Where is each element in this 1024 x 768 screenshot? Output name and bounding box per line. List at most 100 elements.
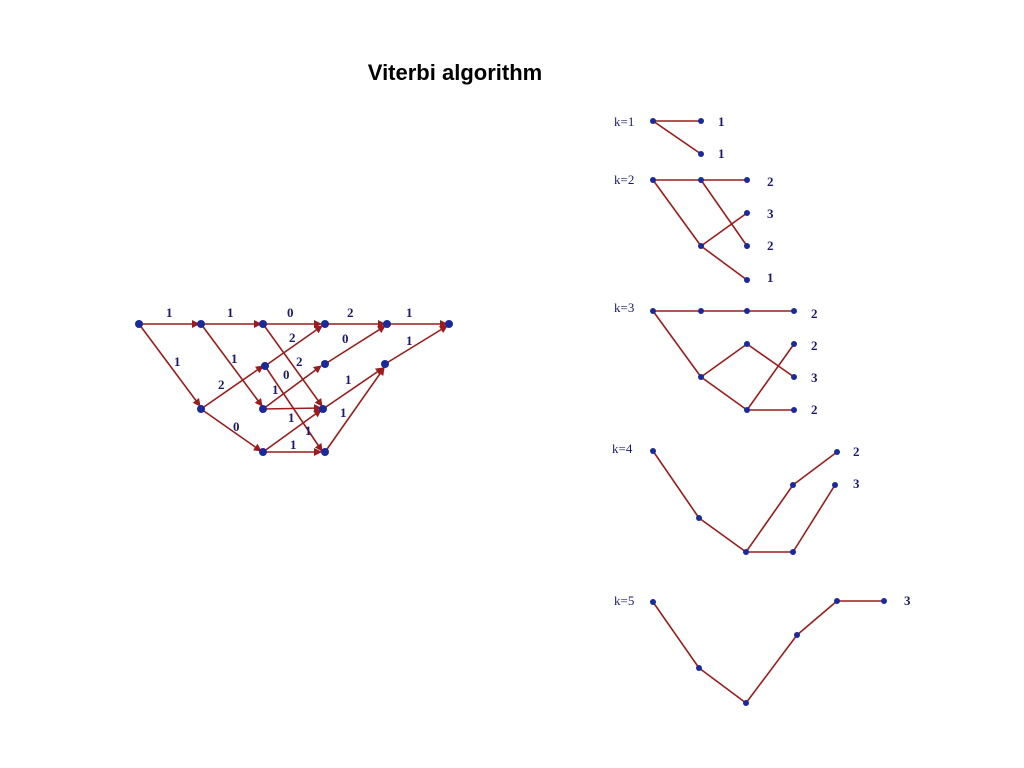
- path-node: [832, 482, 838, 488]
- trellis-node: [381, 360, 389, 368]
- path-node: [696, 665, 702, 671]
- trellis-edge: [324, 367, 385, 453]
- path-node: [698, 151, 704, 157]
- path-edge: [745, 484, 794, 553]
- trellis-edge-label: 1: [305, 423, 312, 438]
- trellis-edge-label: 1: [227, 305, 234, 320]
- trellis-edge-label: 1: [340, 405, 347, 420]
- trellis-edge-label: 1: [288, 410, 295, 425]
- trellis-edge-label: 1: [166, 305, 173, 320]
- path-node: [744, 277, 750, 283]
- path-node: [881, 598, 887, 604]
- path-metric: 2: [811, 338, 818, 353]
- path-edge: [652, 601, 700, 669]
- trellis-edge-label: 1: [406, 305, 413, 320]
- path-node: [791, 308, 797, 314]
- path-metric: 1: [767, 270, 774, 285]
- path-node: [834, 598, 840, 604]
- trellis-edge: [262, 365, 322, 410]
- path-edge: [652, 179, 702, 247]
- path-edge: [746, 343, 795, 378]
- path-metric: 2: [853, 444, 860, 459]
- path-metric: 3: [904, 593, 911, 608]
- trellis-edge: [200, 408, 262, 452]
- path-edge: [700, 376, 748, 411]
- trellis-node: [259, 448, 267, 456]
- path-node: [743, 700, 749, 706]
- trellis-edge-label: 2: [347, 305, 354, 320]
- path-edge: [792, 484, 836, 553]
- path-node: [650, 118, 656, 124]
- trellis-edge-label: 1: [174, 354, 181, 369]
- trellis-edge-label: 0: [342, 331, 349, 346]
- path-node: [791, 407, 797, 413]
- step-label: k=3: [614, 300, 634, 315]
- trellis-edge-label: 1: [345, 372, 352, 387]
- path-node: [650, 599, 656, 605]
- step-label: k=2: [614, 172, 634, 187]
- trellis-node: [261, 362, 269, 370]
- path-edge: [652, 310, 702, 378]
- path-node: [696, 515, 702, 521]
- step-k5: k=5 3: [614, 593, 911, 706]
- path-metric: 2: [811, 402, 818, 417]
- path-edge: [796, 600, 838, 636]
- trellis-node: [445, 320, 453, 328]
- path-node: [744, 341, 750, 347]
- trellis-edge-label: 1: [272, 382, 279, 397]
- trellis-node: [197, 405, 205, 413]
- path-edge: [746, 343, 795, 411]
- step-label: k=1: [614, 114, 634, 129]
- trellis-node: [321, 320, 329, 328]
- path-node: [744, 177, 750, 183]
- path-node: [743, 549, 749, 555]
- path-node: [834, 449, 840, 455]
- path-edge: [700, 245, 748, 281]
- trellis-edge-label: 0: [287, 305, 294, 320]
- step-k3: k=3 2 2 3 2: [614, 300, 818, 417]
- path-metric: 2: [767, 238, 774, 253]
- path-metric: 3: [767, 206, 774, 221]
- path-edge: [698, 667, 747, 704]
- path-node: [790, 482, 796, 488]
- path-metric: 2: [811, 306, 818, 321]
- path-node: [698, 177, 704, 183]
- path-edge: [652, 120, 702, 155]
- path-node: [698, 374, 704, 380]
- path-node: [790, 549, 796, 555]
- path-node: [791, 341, 797, 347]
- path-node: [698, 308, 704, 314]
- path-metric: 2: [767, 174, 774, 189]
- path-node: [744, 407, 750, 413]
- path-edge: [745, 634, 798, 704]
- step-k1: k=1 1 1: [614, 114, 725, 161]
- trellis-edge-label: 1: [290, 437, 297, 452]
- path-node: [794, 632, 800, 638]
- trellis-edge: [200, 323, 263, 407]
- trellis-edge-label: 0: [233, 419, 240, 434]
- trellis-edge: [262, 404, 322, 413]
- path-node: [650, 177, 656, 183]
- trellis-node: [259, 405, 267, 413]
- trellis-node: [135, 320, 143, 328]
- step-label: k=4: [612, 441, 633, 456]
- trellis-node: [321, 360, 329, 368]
- step-k4: k=4 2 3: [612, 441, 860, 555]
- path-node: [744, 308, 750, 314]
- path-metric: 1: [718, 146, 725, 161]
- trellis-edge: [262, 323, 323, 407]
- trellis-edge-label: 0: [283, 367, 290, 382]
- trellis-edge-label: 2: [296, 354, 303, 369]
- trellis: 1 1 0 2 1 1 1 2 2 0 1 1 2 0 1 0 1 1 1 1: [135, 305, 453, 456]
- trellis-edge: [324, 325, 386, 365]
- slide-title: Viterbi algorithm: [367, 60, 543, 85]
- path-node: [650, 308, 656, 314]
- path-edge: [700, 343, 748, 378]
- step-label: k=5: [614, 593, 634, 608]
- path-edge: [792, 451, 838, 486]
- path-node: [650, 448, 656, 454]
- trellis-edge: [262, 409, 322, 453]
- path-node: [791, 374, 797, 380]
- step-k2: k=2 2 3 2 1: [614, 172, 774, 285]
